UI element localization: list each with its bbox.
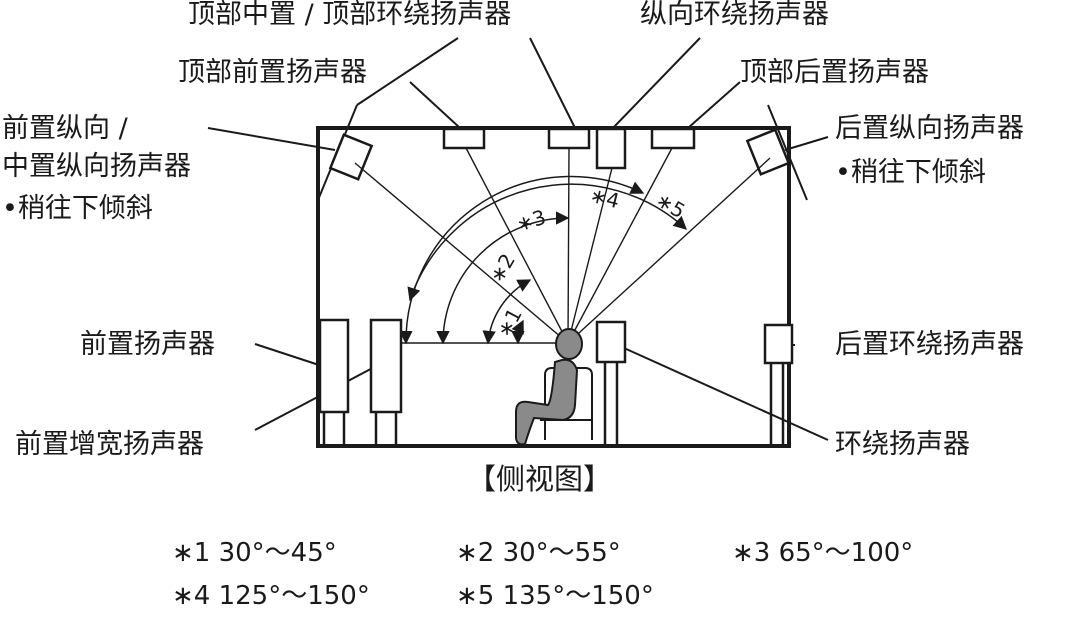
rear-surround-speaker [763,323,794,446]
angle-mark-1: ∗1 [492,304,527,341]
listener-head [555,328,583,360]
angle-mark-3: ∗3 [513,205,548,237]
label-rear-vertical-speaker: 后置纵向扬声器 [835,113,1024,144]
front-speaker [318,318,350,446]
angle-arcs [399,175,687,345]
label-front-vertical-speaker-line2: 中置纵向扬声器 [2,151,191,182]
label-vertical-surround-speaker: 纵向环绕扬声器 [640,0,829,30]
label-front-vertical-note: •稍往下倾斜 [2,193,153,224]
front-wide-speaker [369,318,403,446]
angle-note-5: ∗5 135°〜150° [456,581,654,611]
label-top-middle-speaker: 顶部中置 / 顶部环绕扬声器 [188,0,512,30]
vertical-surround-speaker [595,127,627,170]
top-front-speaker [442,127,486,150]
label-top-front-speaker: 顶部前置扬声器 [178,57,367,88]
label-surround-speaker: 环绕扬声器 [835,429,970,460]
angle-note-3: ∗3 65°〜100° [732,538,914,568]
top-rear-speaker [650,127,696,150]
label-top-rear-speaker: 顶部后置扬声器 [740,57,929,88]
angle-mark-5: ∗5 [652,188,690,224]
label-front-wide-speaker: 前置增宽扬声器 [15,429,204,460]
angle-note-4: ∗4 125°〜150° [172,581,370,611]
label-front-speaker: 前置扬声器 [80,329,215,360]
surround-speaker [595,320,627,446]
label-rear-vertical-note: •稍往下倾斜 [835,157,986,188]
rear-vertical-speaker [745,128,791,176]
angle-mark-2: ∗2 [484,249,520,287]
angle-note-2: ∗2 30°〜55° [456,538,621,568]
angle-note-1: ∗1 30°〜45° [172,538,337,568]
rear-corner-line [767,104,808,201]
top-middle-speaker [547,127,591,150]
label-rear-surround-speaker: 后置环绕扬声器 [835,329,1024,360]
listener-figure [515,328,593,446]
label-front-vertical-speaker-line1: 前置纵向 / [2,113,128,144]
diagram-caption: 【侧视图】 [467,462,613,496]
leader-lines [207,37,829,441]
angle-mark-4: ∗4 [588,183,622,213]
